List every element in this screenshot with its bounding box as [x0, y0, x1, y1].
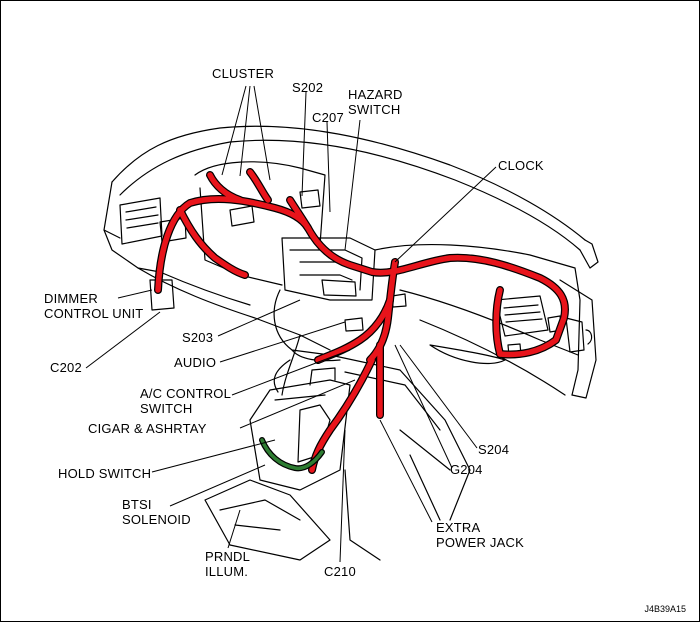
label-c210: C210: [324, 564, 356, 579]
label-extra-power-jack: EXTRA POWER JACK: [436, 520, 524, 550]
harness-green: [259, 437, 325, 472]
label-clock: CLOCK: [498, 158, 544, 173]
label-c207: C207: [312, 110, 344, 125]
label-g204: G204: [450, 462, 483, 477]
label-hazard-switch: HAZARD SWITCH: [348, 87, 403, 117]
harness-main: [155, 169, 568, 473]
label-s203: S203: [182, 330, 214, 345]
leader-lines: [85, 85, 497, 563]
label-audio: AUDIO: [174, 355, 217, 370]
diagram-code: J4B39A15: [644, 604, 686, 614]
label-cluster: CLUSTER: [212, 66, 275, 81]
label-btsi-solenoid: BTSI SOLENOID: [122, 497, 191, 527]
label-s202: S202: [292, 80, 324, 95]
harness-outline: [154, 168, 569, 474]
label-dimmer-control-unit: DIMMER CONTROL UNIT: [44, 291, 144, 321]
label-prndl-illum: PRNDL ILLUM.: [205, 549, 251, 579]
label-ac-control-switch: A/C CONTROL SWITCH: [140, 386, 232, 416]
label-c202: C202: [50, 360, 82, 375]
label-hold-switch: HOLD SWITCH: [58, 466, 152, 481]
label-cigar-ashtray: CIGAR & ASHRTAY: [88, 421, 207, 436]
label-s204: S204: [478, 442, 510, 457]
dashboard-outline: [103, 125, 599, 561]
